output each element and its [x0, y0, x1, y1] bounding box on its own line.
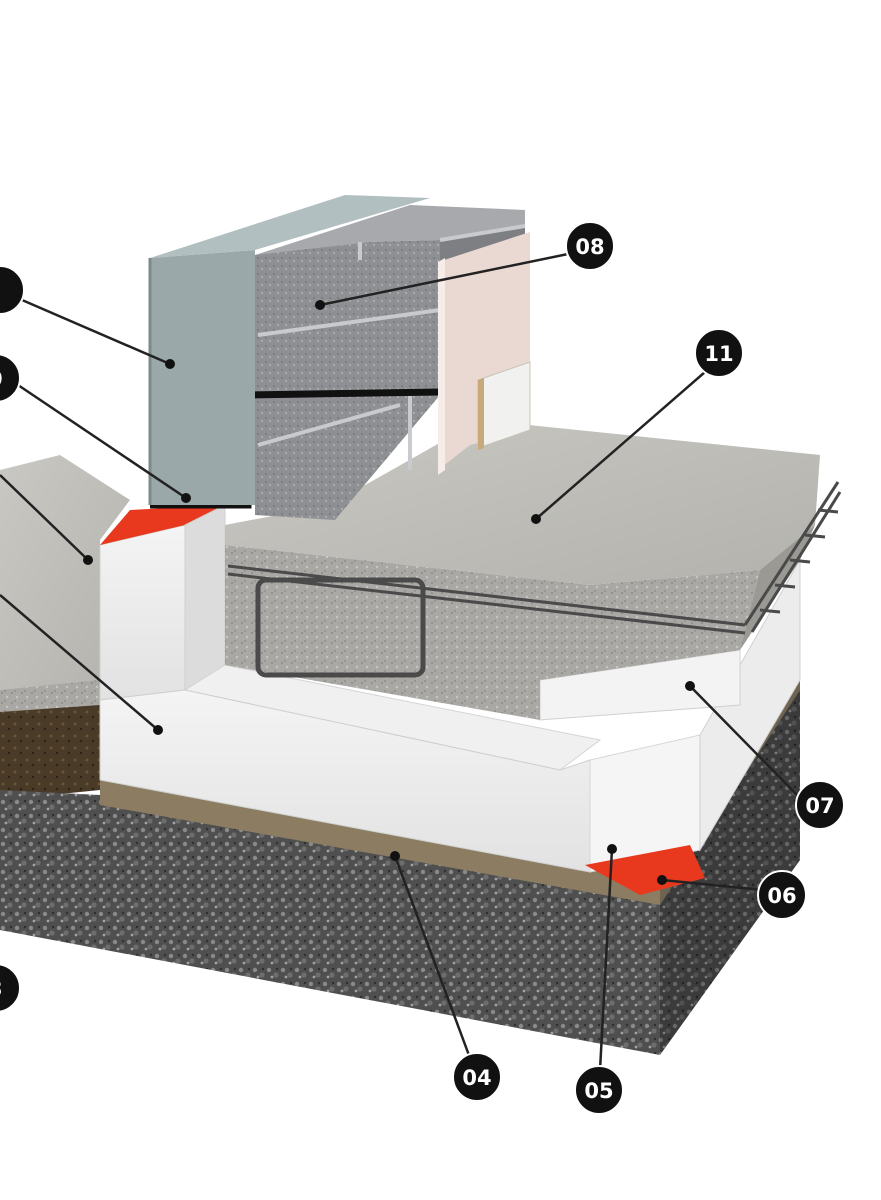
callout-03: 03	[0, 963, 21, 1013]
leader-06	[661, 878, 764, 892]
concrete-floor-slab	[225, 420, 842, 720]
block-front-face	[255, 240, 440, 520]
callout-11: 11	[694, 328, 744, 378]
callout-05-label: 05	[584, 1079, 613, 1103]
leader-left-a	[0, 474, 89, 561]
callout-04: 04	[452, 1052, 502, 1102]
leader-dots	[83, 300, 695, 885]
soil-layer	[0, 705, 100, 800]
callout-08-label: 08	[575, 235, 604, 259]
insulation-side-edge	[699, 558, 801, 852]
leader-05	[598, 848, 614, 1071]
callout-07: 07	[795, 780, 845, 830]
insulation-upstand-front	[99, 524, 186, 701]
callout-08: 08	[565, 221, 615, 271]
reinforcement-mesh	[227, 481, 842, 678]
leader-left-b	[0, 594, 159, 731]
insulation-upstand-side	[184, 504, 226, 691]
gravel-front-face	[0, 790, 660, 1055]
leader-11	[535, 371, 706, 520]
callout-11-label: 11	[704, 342, 733, 366]
external-board	[148, 195, 430, 505]
insulation-upstand-top	[100, 505, 225, 545]
leader-07	[689, 685, 799, 797]
callout-06-label: 06	[767, 884, 796, 908]
callout-03-label: 03	[0, 977, 3, 1001]
leader-lines	[0, 252, 799, 1071]
plasterboard-edge	[438, 258, 445, 475]
gravel-hardcore-layer	[0, 680, 800, 1055]
callout-09-label: 09	[0, 279, 1, 303]
blinding-front-face	[100, 775, 660, 905]
skirting-edge	[478, 378, 484, 450]
existing-ground	[0, 455, 130, 800]
insulation-block	[99, 504, 801, 895]
callout-04-label: 04	[462, 1066, 491, 1090]
slab-top-surface	[225, 420, 820, 585]
leader-09	[21, 298, 171, 366]
internal-plasterboard	[438, 232, 531, 475]
gravel-side-shade	[660, 680, 800, 1055]
callout-10-label: 10	[0, 367, 3, 391]
leader-08	[319, 252, 569, 307]
callout-06: 06	[757, 870, 807, 920]
leader-10	[17, 383, 187, 500]
board-front	[150, 250, 255, 505]
existing-slab-top	[0, 455, 130, 700]
callout-10: 10	[0, 353, 21, 403]
callout-09: 09	[0, 265, 25, 315]
callout-05: 05	[574, 1065, 624, 1115]
gravel-side-face	[660, 680, 800, 1055]
leader-04	[393, 855, 472, 1059]
board-top	[150, 195, 430, 258]
callout-07-label: 07	[805, 794, 834, 818]
mortar-joints	[257, 224, 526, 470]
